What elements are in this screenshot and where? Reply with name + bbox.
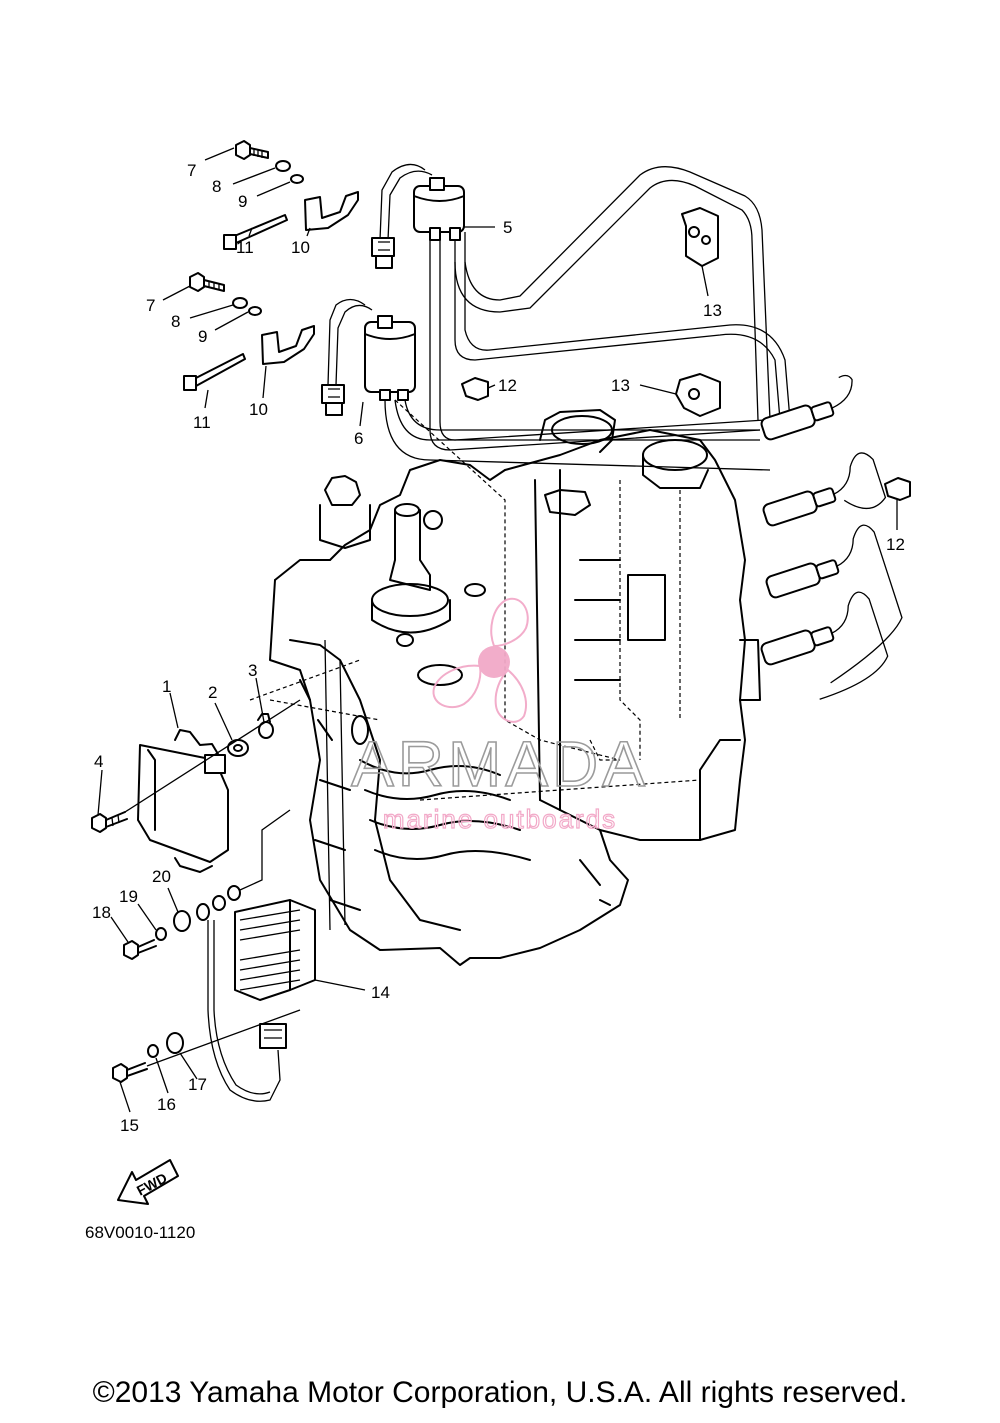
watermark-logo [432, 597, 529, 723]
callout-labels: 1 2 3 4 5 6 7 7 8 8 9 9 10 10 11 11 12 1… [92, 161, 905, 1135]
cdi-unit [91, 699, 301, 873]
ignition-cords [384, 166, 791, 471]
callout-3: 3 [248, 661, 257, 680]
coil-fasteners [183, 140, 911, 501]
callout-1: 1 [162, 677, 171, 696]
callout-10-upper: 10 [291, 238, 310, 257]
callout-14: 14 [371, 983, 390, 1002]
spark-plug-caps [760, 374, 903, 700]
callout-5: 5 [503, 218, 512, 237]
callout-7-lower: 7 [146, 296, 155, 315]
ignition-coil-upper [371, 163, 465, 269]
callout-16: 16 [157, 1095, 176, 1114]
callout-7-upper: 7 [187, 161, 196, 180]
callout-4: 4 [94, 752, 103, 771]
callout-17: 17 [188, 1075, 207, 1094]
callout-12-right: 12 [886, 535, 905, 554]
callout-15: 15 [120, 1116, 139, 1135]
rectifier-regulator [112, 809, 316, 1102]
callout-11-upper: 11 [236, 238, 254, 257]
callout-20: 20 [152, 867, 171, 886]
callout-8-upper: 8 [212, 177, 221, 196]
leader-lines [97, 147, 898, 1113]
callout-10-lower: 10 [249, 400, 268, 419]
watermark-brand: ARMADA [351, 728, 649, 800]
fwd-arrow: FWD [117, 1159, 179, 1205]
fwd-label: FWD [134, 1170, 170, 1199]
callout-13-lower: 13 [611, 376, 630, 395]
callout-12-left: 12 [498, 376, 517, 395]
callout-2: 2 [208, 683, 217, 702]
drawing-code: 68V0010-1120 [85, 1223, 195, 1242]
callout-19: 19 [119, 887, 138, 906]
callout-11-lower: 11 [193, 413, 211, 432]
watermark-tagline: marine outboards [383, 804, 617, 834]
callout-6: 6 [354, 429, 363, 448]
callout-18: 18 [92, 903, 111, 922]
callout-13-upper: 13 [703, 301, 722, 320]
ignition-coil-lower [321, 298, 416, 416]
callout-9-upper: 9 [238, 192, 247, 211]
callout-9-lower: 9 [198, 327, 207, 346]
copyright-notice: ©2013 Yamaha Motor Corporation, U.S.A. A… [92, 1376, 908, 1409]
callout-8-lower: 8 [171, 312, 180, 331]
power-head-block [249, 399, 761, 966]
